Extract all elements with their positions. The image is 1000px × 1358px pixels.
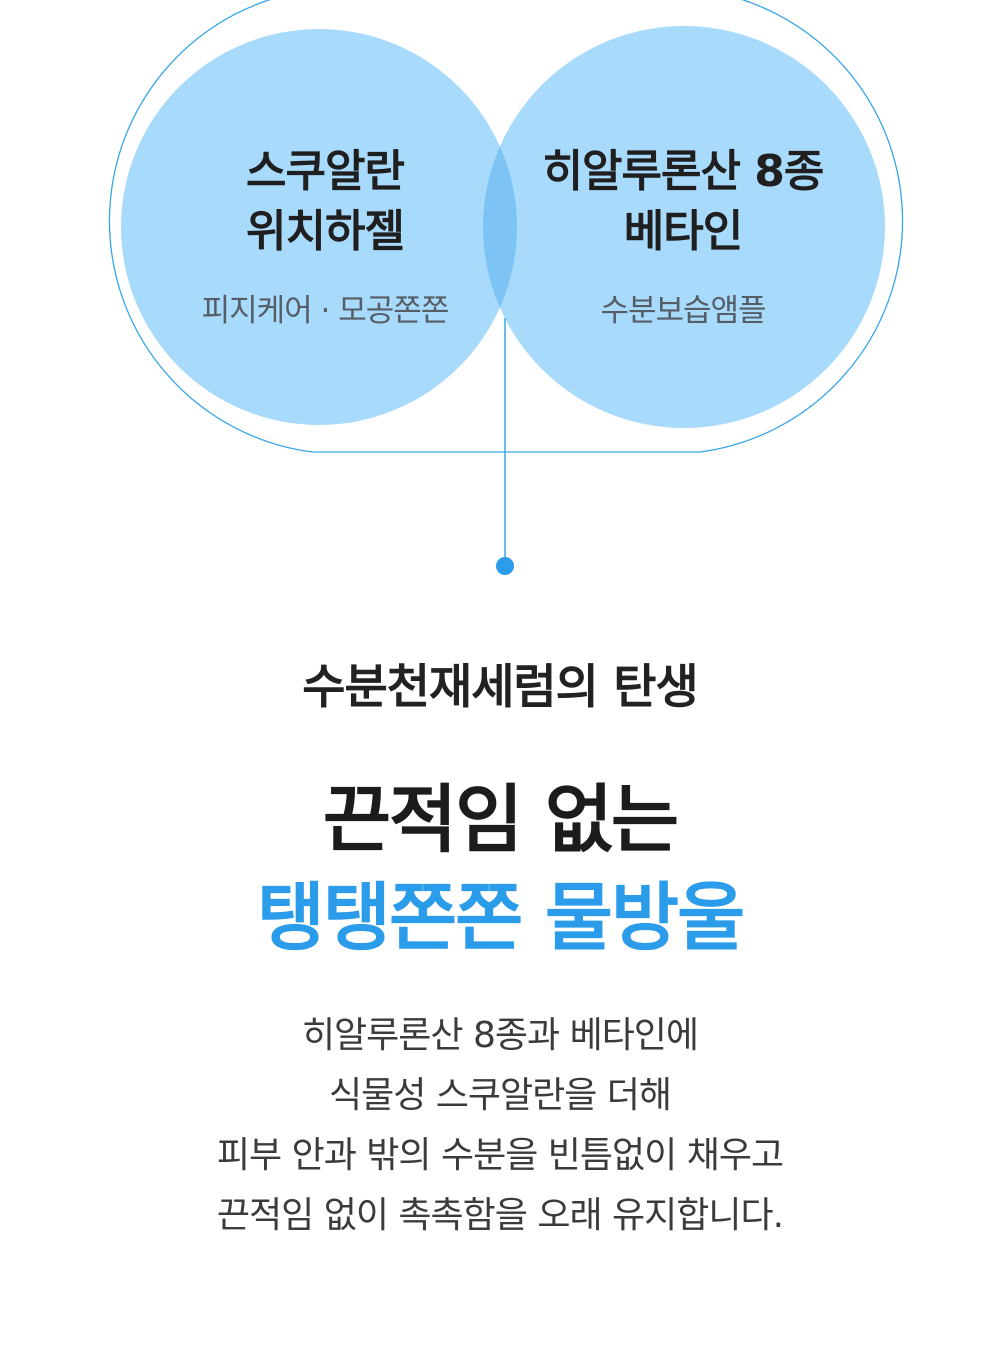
right-circle-title: 히알루론산 8종 베타인 [483, 142, 883, 262]
body-line-3: 피부 안과 밖의 수분을 빈틈없이 채우고 [216, 1135, 784, 1176]
body-line-4: 끈적임 없이 촉촉함을 오래 유지합니다. [216, 1195, 784, 1236]
body-line-2: 식물성 스쿠알란을 더해 [328, 1075, 672, 1116]
headline-line2: 탱탱쫀쫀 물방울 [256, 875, 745, 961]
capsule-outline [108, 0, 904, 453]
right-circle-subtitle: 수분보습앰플 [600, 293, 766, 329]
left-circle-title: 스쿠알란 위치하젤 [125, 142, 525, 262]
left-title-line2: 위치하젤 [246, 206, 405, 257]
body-line-1: 히알루론산 8종과 베타인에 [301, 1015, 699, 1056]
left-title-line1: 스쿠알란 [246, 146, 405, 197]
tagline: 수분천재세럼의 탄생 [302, 660, 699, 715]
right-title-line1: 히알루론산 8종 [542, 146, 825, 197]
headline-line1: 끈적임 없는 [322, 777, 679, 863]
right-title-line2: 베타인 [623, 206, 743, 257]
left-circle [121, 29, 517, 425]
connector-dot [496, 557, 514, 575]
venn-diagram [108, 0, 904, 575]
right-circle [483, 26, 885, 428]
left-circle-subtitle: 피지케어 · 모공쫀쫀 [201, 293, 450, 329]
